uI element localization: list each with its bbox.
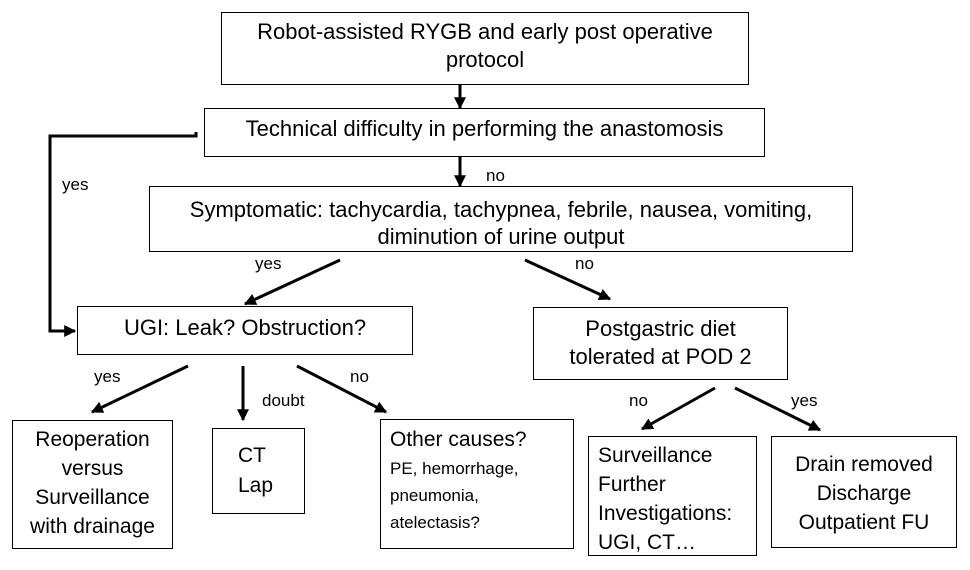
node-reoperation-line-1: Reoperation [35, 428, 150, 451]
arrow-symptomatic-no-to-diet [524, 258, 612, 301]
edge-label-diet-yes: yes [791, 391, 818, 410]
node-other-causes-detail-3: atelectasis? [390, 513, 480, 532]
node-symptomatic-line-1: Symptomatic: tachycardia, tachypnea, feb… [189, 197, 813, 222]
node-discharge-line-3: Outpatient FU [798, 511, 930, 534]
node-symptomatic-line-2: diminution of urine output [377, 224, 625, 249]
node-other-causes-detail-2: pneumonia, [390, 486, 479, 505]
arrow-diet-yes-to-discharge [734, 386, 822, 432]
arrow-ugi-no-to-other [296, 364, 388, 414]
node-technical-difficulty [204, 108, 765, 157]
node-surveillance-line-2: Further [598, 473, 666, 496]
node-ct-lap [212, 428, 305, 514]
edge-label-diet-no: no [629, 391, 648, 410]
edge-label-symptomatic-yes: yes [255, 254, 282, 273]
arrow-ugi-yes-to-reoperation [90, 364, 189, 414]
node-start-line-2: protocol [445, 47, 525, 72]
node-other-causes-title: Other causes? [390, 428, 527, 451]
node-start [221, 12, 749, 85]
node-postgastric-diet-line-1: Postgastric diet [585, 316, 736, 341]
node-reoperation-line-4: with drainage [30, 515, 155, 538]
node-postgastric-diet-line-2: tolerated at POD 2 [569, 344, 752, 369]
node-discharge [771, 436, 957, 548]
edge-label-symptomatic-no: no [575, 254, 594, 273]
node-start-line-1: Robot-assisted RYGB and early post opera… [257, 19, 713, 44]
node-other-causes [380, 419, 574, 549]
edge-label-ugi-no: no [350, 367, 369, 386]
node-ct-lap-line-2: Lap [238, 474, 274, 497]
node-symptomatic [149, 186, 853, 252]
node-postgastric-diet [533, 307, 788, 380]
node-surveillance-line-1: Surveillance [598, 444, 713, 467]
node-reoperation [12, 420, 173, 549]
node-ugi-label: UGI: Leak? Obstruction? [123, 315, 367, 340]
node-discharge-line-1: Drain removed [795, 453, 933, 476]
arrow-technical-yes-to-ugi [48, 132, 198, 337]
node-reoperation-line-2: versus [61, 457, 124, 480]
edge-label-ugi-doubt: doubt [262, 391, 305, 410]
node-discharge-line-2: Discharge [816, 482, 912, 505]
node-other-causes-detail-1: PE, hemorrhage, [390, 459, 519, 478]
node-reoperation-line-3: Surveillance [35, 486, 150, 509]
node-ct-lap-line-1: CT [238, 444, 266, 467]
node-surveillance-line-3: Investigations: [598, 502, 733, 525]
node-surveillance-line-4: UGI, CT… [598, 531, 696, 554]
node-ugi [77, 306, 413, 355]
edge-label-technical-yes: yes [62, 175, 89, 194]
arrow-diet-no-to-surveillance [640, 386, 716, 431]
node-surveillance [588, 436, 757, 556]
arrow-symptomatic-yes-to-ugi [243, 258, 341, 306]
node-technical-difficulty-label: Technical difficulty in performing the a… [245, 116, 724, 141]
edge-label-technical-no: no [486, 166, 505, 185]
edge-label-ugi-yes: yes [94, 367, 121, 386]
